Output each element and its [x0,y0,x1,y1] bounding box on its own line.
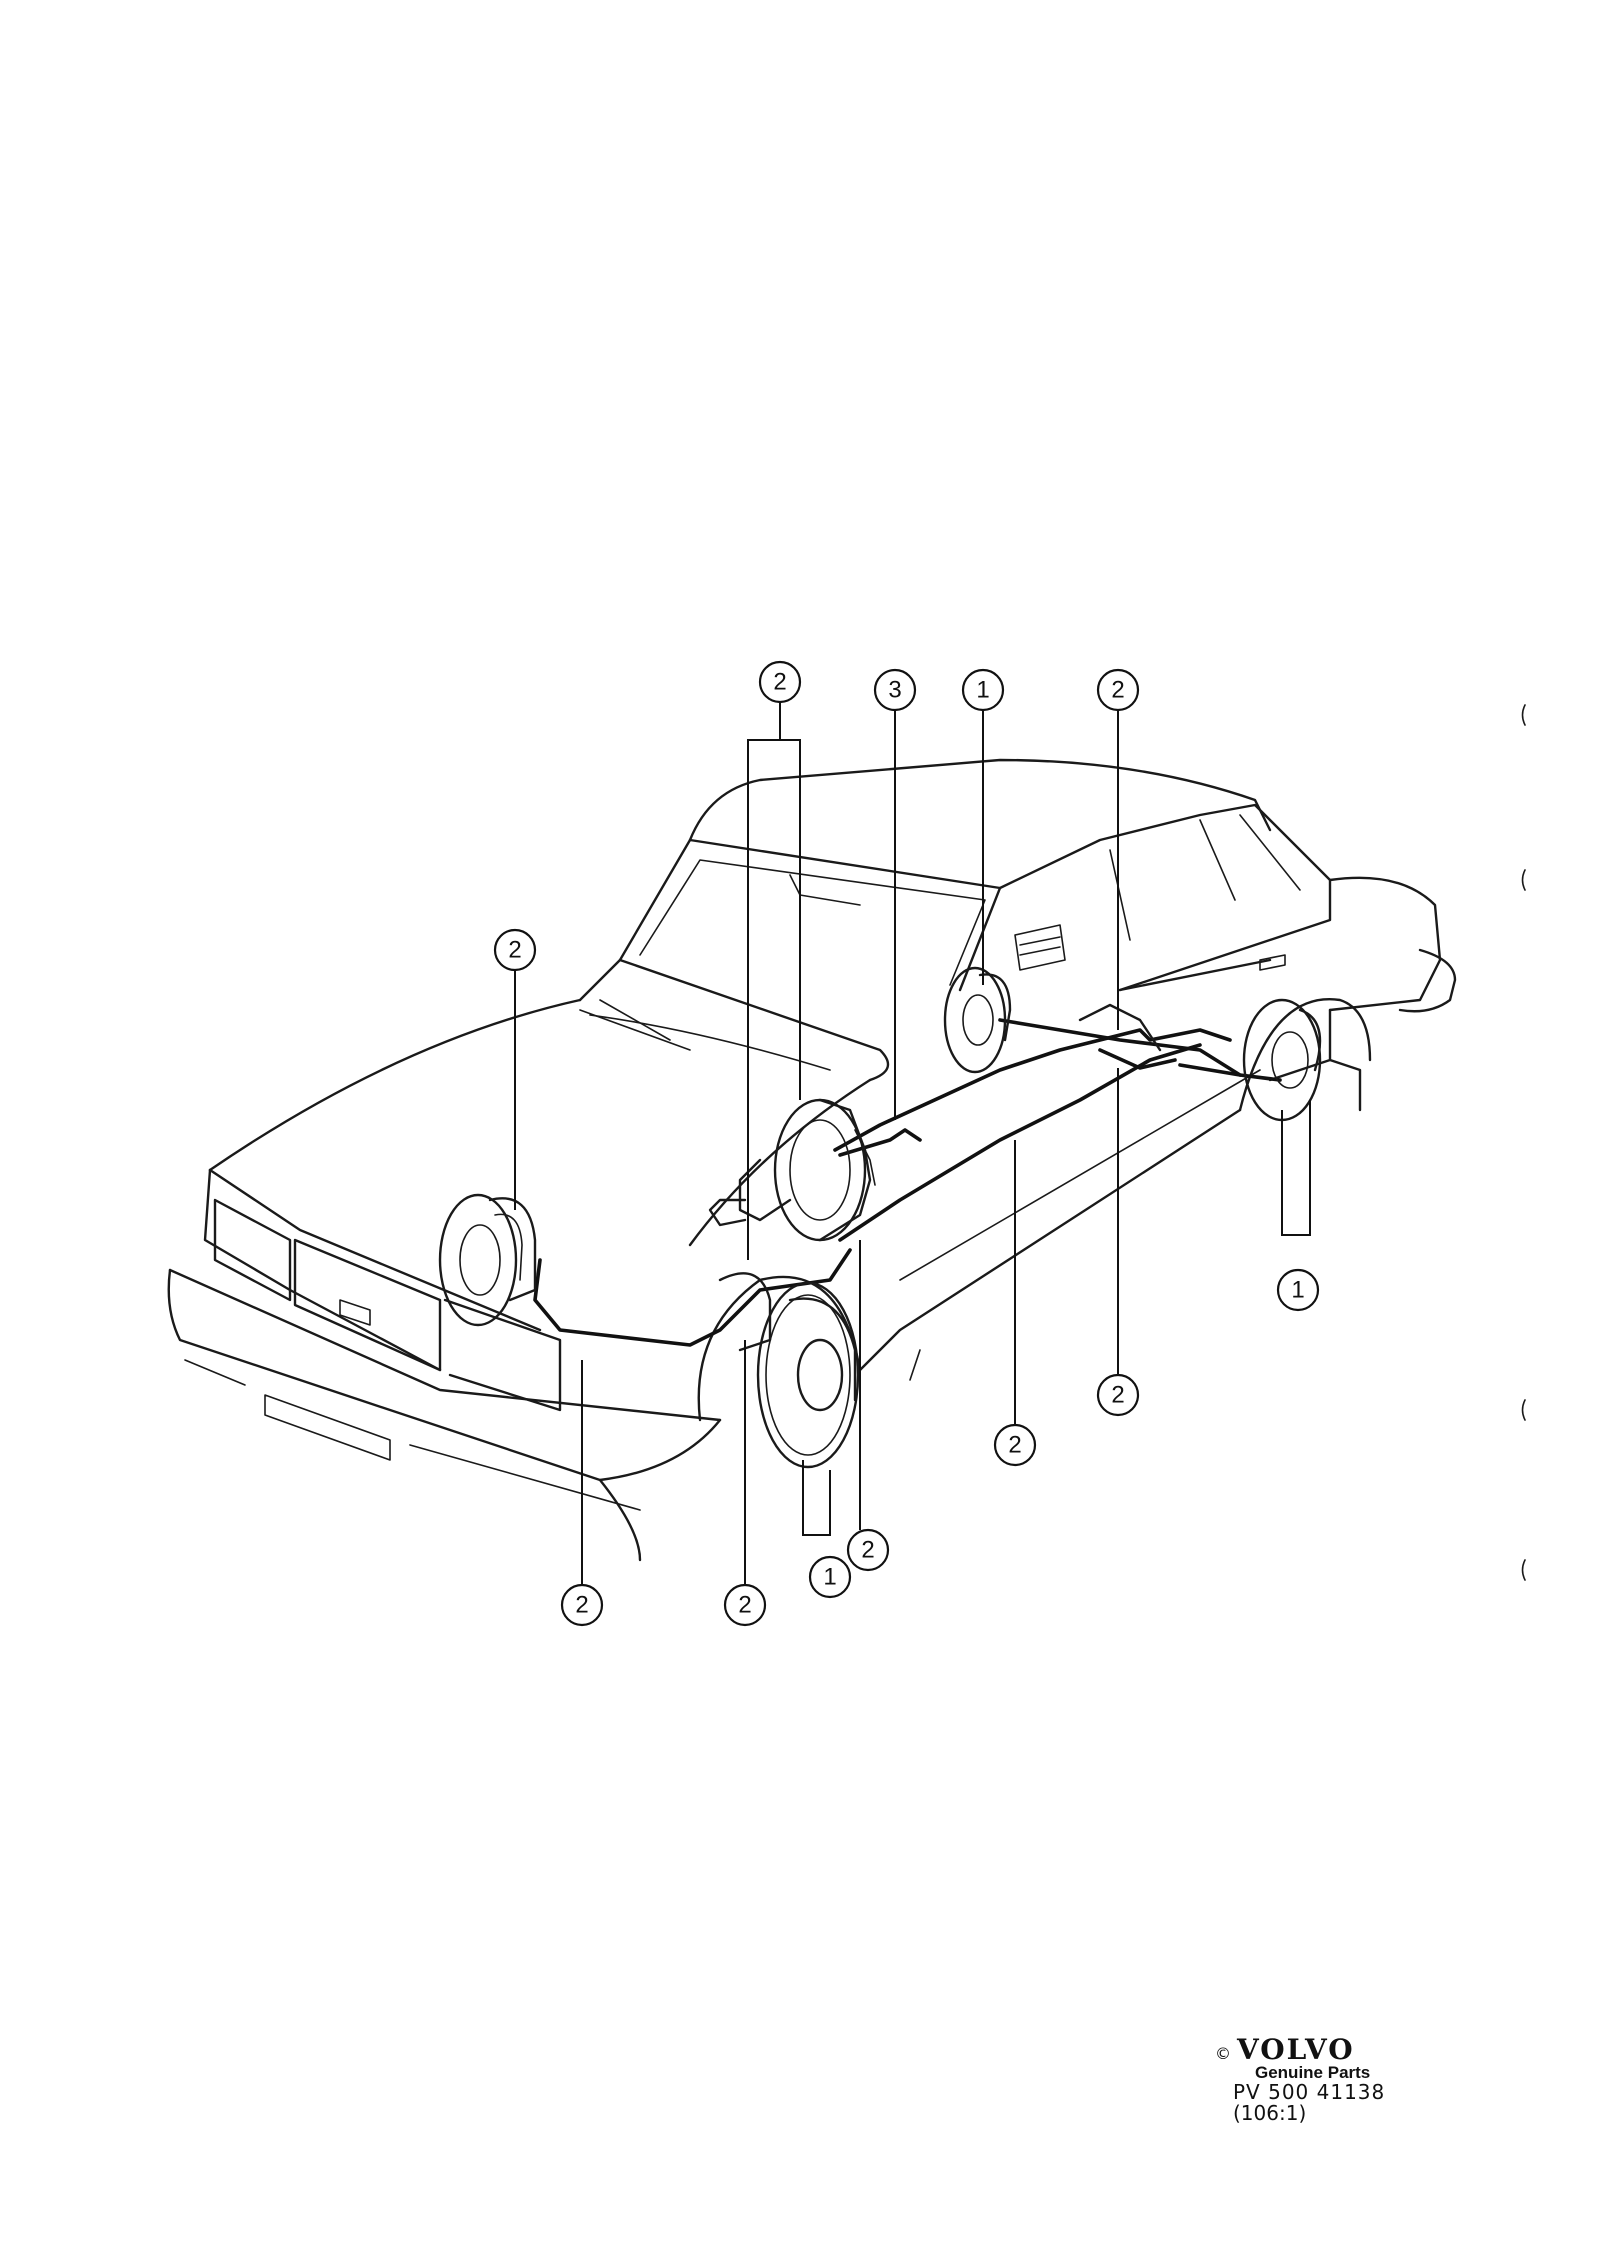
callout-rear-pipe-bottom: 2 [1096,1373,1140,1417]
svg-text:2: 2 [773,669,786,696]
callout-front-pipe-bottom-left: 2 [560,1583,604,1627]
brake-pipe-network [533,1003,1282,1347]
svg-text:2: 2 [575,1592,588,1619]
svg-text:2: 2 [861,1537,874,1564]
callout-front-right-pipe: 2 [846,1528,890,1572]
callout-handbrake: 3 [873,668,917,712]
parts-footer: © VOLVO Genuine Parts PV 500 41138 (106:… [1215,2035,1415,2124]
brake-booster [708,1098,876,1242]
callout-booster-pipe: 2 [758,660,802,704]
callout-center-pipe-bottom: 2 [993,1423,1037,1467]
svg-text:1: 1 [1291,1277,1304,1304]
callout-rear-right-caliper: 1 [1276,1268,1320,1312]
svg-text:2: 2 [738,1592,751,1619]
front-right-disc-brake [718,1272,860,1469]
callout-rear-left-caliper: 1 [961,668,1005,712]
callout-front-pipe-bottom-mid: 2 [723,1583,767,1627]
brand-subtitle: Genuine Parts [1255,2063,1371,2083]
diagram-reference: (106:1) [1233,2101,1307,2126]
svg-text:2: 2 [1111,677,1124,704]
car-body-outline [167,758,1457,1562]
leader-lines [514,702,1311,1585]
brand-row: © VOLVO [1215,2033,1415,2066]
copyright-symbol: © [1215,2044,1231,2063]
svg-text:2: 2 [508,937,521,964]
part-code: PV 500 41138 [1233,2080,1386,2105]
front-left-disc-brake [438,1193,537,1327]
svg-text:3: 3 [888,677,901,704]
svg-text:2: 2 [1008,1432,1021,1459]
svg-text:2: 2 [1111,1382,1124,1409]
svg-text:1: 1 [823,1564,836,1591]
callout-rear-pipe-top: 2 [1096,668,1140,712]
svg-text:1: 1 [976,677,989,704]
margin-marks [1521,704,1526,1581]
rear-right-disc-brake [1242,998,1362,1122]
callout-front-left-pipe: 2 [493,928,537,972]
brand-logo: VOLVO [1237,2033,1355,2066]
rear-left-disc-brake [943,966,1012,1074]
callout-front-right-caliper: 1 [808,1555,852,1599]
